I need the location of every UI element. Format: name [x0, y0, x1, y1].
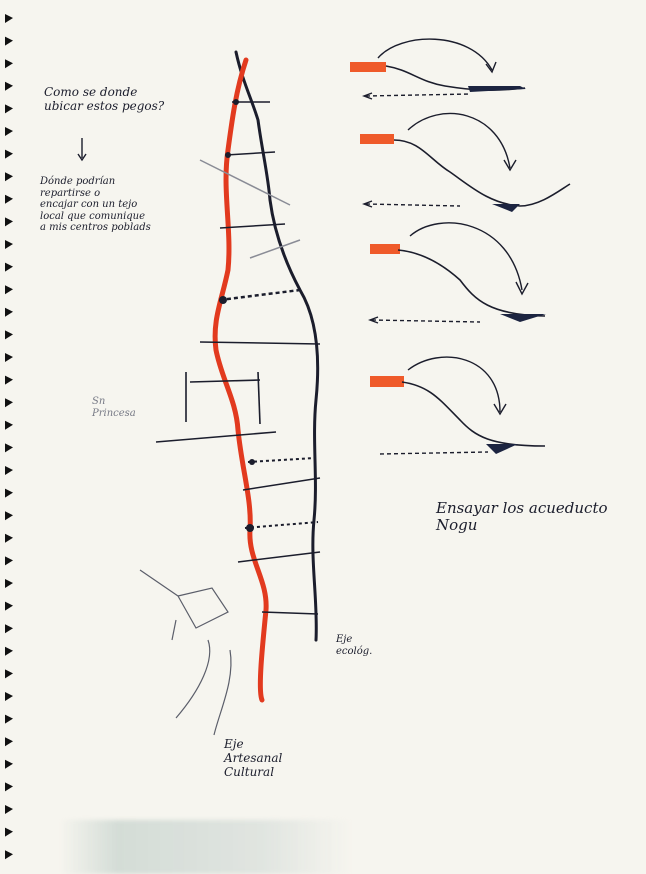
section-profile-2 — [360, 114, 570, 212]
building-sketch — [140, 570, 231, 735]
section-profile-1 — [350, 39, 526, 99]
label-eje-ecologico: Eje ecológ. — [336, 634, 372, 657]
note-question: Como se donde ubicar estos pegos? — [44, 86, 164, 114]
note-princesa: Sn Princesa — [92, 396, 136, 419]
ecological-axis-line — [236, 52, 318, 640]
zone-rectangle — [156, 372, 276, 442]
section-profile-4 — [370, 357, 545, 454]
page-smudge — [60, 820, 350, 874]
label-eje-cultural: Eje Artesanal Cultural — [224, 738, 282, 779]
note-answer: Dónde podrían repartirse o encajar con u… — [40, 176, 151, 234]
section-profile-3 — [370, 223, 546, 323]
note-acueductos: Ensayar los acueducto Nogu — [436, 500, 608, 535]
